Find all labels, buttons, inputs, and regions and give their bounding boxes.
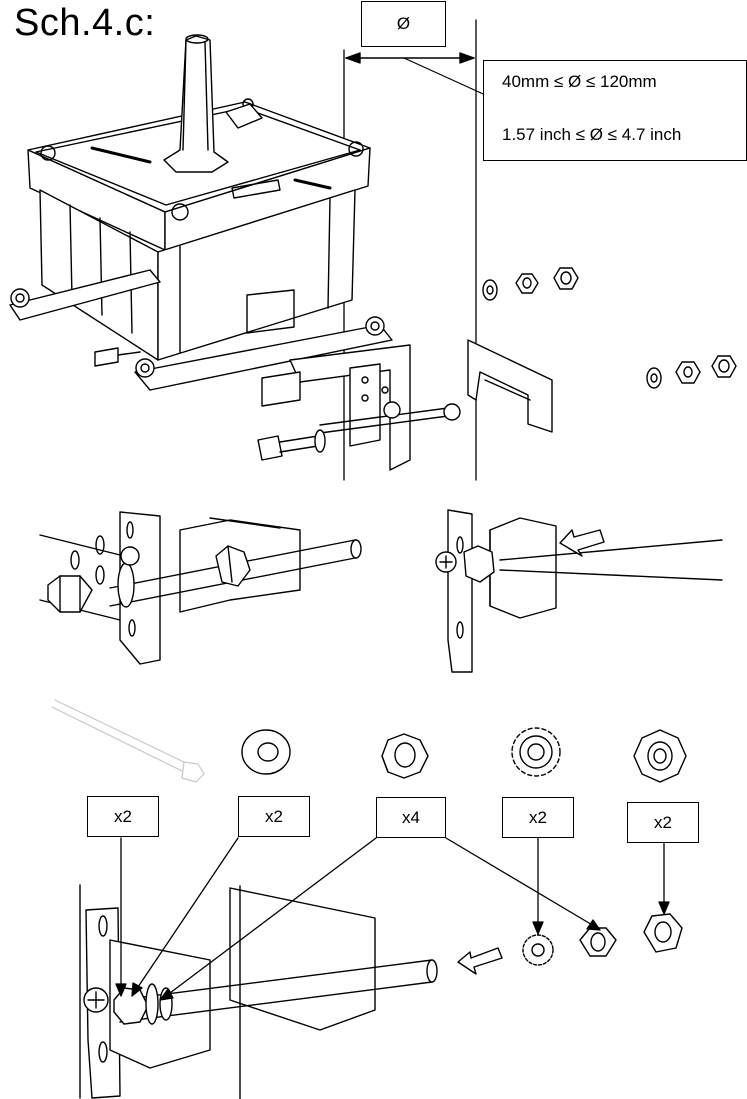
spec-imperial: 1.57 inch ≤ Ø ≤ 4.7 inch [502,125,682,144]
diameter-label: Ø [361,1,446,47]
qty-bolt: x2 [114,806,132,826]
qty-lock-nut-callout: x2 [627,802,699,843]
diameter-dimension [345,52,493,99]
detail-view-left [39,511,362,665]
device-box [27,34,371,361]
parts-row [51,699,687,783]
qty-hex-nut: x4 [402,807,420,827]
spec-metric: 40mm ≤ Ø ≤ 120mm [502,72,657,91]
bottom-assembly-view [79,884,683,1099]
qty-flat-washer-callout: x2 [238,796,310,837]
qty-flat-washer: x2 [265,806,283,826]
detail-view-right [435,509,723,673]
diameter-spec-box: 40mm ≤ Ø ≤ 120mm 1.57 inch ≤ Ø ≤ 4.7 inc… [483,60,747,161]
qty-lock-washer-callout: x2 [502,797,574,838]
qty-hex-nut-callout: x4 [376,797,446,838]
qty-bolt-callout: x2 [87,796,159,837]
device-mount-bracket [9,269,393,391]
page-title: Sch.4.c: [14,2,156,44]
diameter-symbol: Ø [396,14,411,33]
loose-hardware-top [482,267,737,389]
qty-lock-nut: x2 [654,812,672,832]
callout-leaders [115,837,670,1001]
pole-clamp-bracket [257,339,553,471]
qty-lock-washer: x2 [529,807,547,827]
